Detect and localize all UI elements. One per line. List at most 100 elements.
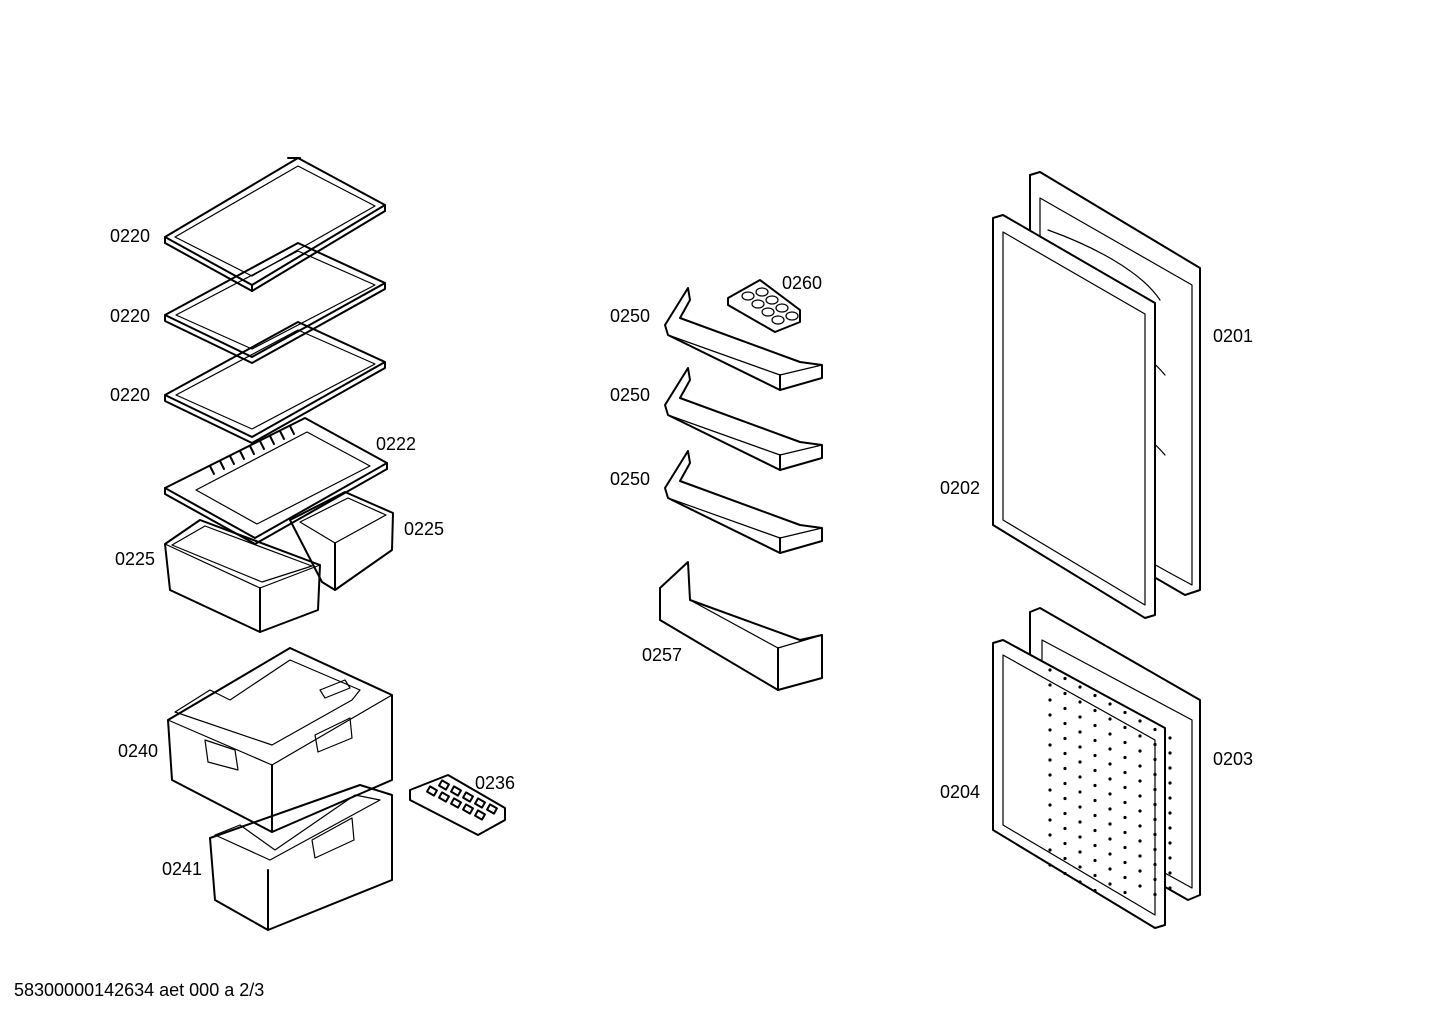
liner-dot (1138, 854, 1142, 858)
liner-dot (1168, 751, 1172, 755)
liner-dot (1123, 800, 1127, 805)
freezer-door-gasket (992, 639, 1166, 929)
liner-dot (1048, 668, 1052, 672)
liner-dot (1168, 841, 1172, 845)
liner-dot (1063, 796, 1067, 801)
liner-dot (1153, 817, 1157, 822)
liner-dot (1138, 839, 1142, 843)
liner-dot (1078, 775, 1082, 779)
label-0225-left: 0225 (115, 549, 155, 569)
liner-dot (1063, 691, 1067, 696)
liner-dot (1168, 886, 1172, 890)
label-0250-b: 0250 (610, 385, 650, 405)
liner-dot (1153, 787, 1157, 792)
liner-dot (1108, 747, 1112, 751)
liner-dot (1168, 796, 1172, 800)
freezer-drawer-upper (167, 647, 393, 833)
liner-dot (1153, 772, 1157, 777)
liner-dot (1063, 871, 1067, 876)
liner-dot (1123, 860, 1127, 865)
liner-dot (1108, 702, 1112, 706)
liner-dot (1048, 743, 1052, 747)
liner-dot (1063, 706, 1067, 711)
liner-dot (1048, 713, 1052, 717)
label-0260: 0260 (782, 273, 822, 293)
liner-dot (1078, 790, 1082, 794)
door-shelf-3 (664, 450, 823, 554)
liner-dot (1108, 792, 1112, 796)
liner-dot (1048, 803, 1052, 807)
liner-dot (1048, 818, 1052, 822)
freezer-door-dot-grid (1048, 668, 1172, 897)
label-0204: 0204 (940, 782, 980, 802)
label-0257: 0257 (642, 645, 682, 665)
liner-dot (1093, 813, 1097, 818)
glass-shelf-2 (164, 242, 386, 364)
document-code: 58300000142634 aet 000 a 2/3 (14, 980, 265, 1000)
liner-dot (1093, 888, 1097, 893)
label-0222: 0222 (376, 434, 416, 454)
liner-dot (1153, 742, 1157, 747)
liner-dot (1138, 734, 1142, 738)
liner-dot (1063, 841, 1067, 846)
liner-dot (1108, 762, 1112, 766)
liner-dot (1078, 805, 1082, 809)
liner-dot (1093, 723, 1097, 728)
liner-dot (1108, 717, 1112, 721)
freezer-drawer-lower (209, 784, 393, 931)
liner-dot (1108, 732, 1112, 736)
liner-dot (1078, 730, 1082, 734)
label-0220-a: 0220 (110, 226, 150, 246)
liner-dot (1168, 781, 1172, 785)
liner-dot (1093, 828, 1097, 833)
liner-dot (1153, 877, 1157, 882)
liner-dot (1153, 847, 1157, 852)
liner-dot (1138, 749, 1142, 753)
liner-dot (1078, 745, 1082, 749)
liner-dot (1063, 751, 1067, 756)
liner-dot (1093, 753, 1097, 758)
liner-dot (1093, 873, 1097, 878)
crisper-drawer-right (289, 491, 394, 591)
liner-dot (1108, 837, 1112, 841)
liner-dot (1123, 875, 1127, 880)
liner-dot (1108, 777, 1112, 781)
liner-dot (1048, 773, 1052, 777)
liner-dot (1123, 710, 1127, 715)
liner-dot (1093, 768, 1097, 773)
liner-dot (1123, 740, 1127, 745)
liner-dot (1093, 798, 1097, 803)
liner-dot (1168, 871, 1172, 875)
liner-dot (1153, 727, 1157, 732)
label-0250-a: 0250 (610, 306, 650, 326)
liner-dot (1108, 807, 1112, 811)
ice-cube-tray (409, 774, 506, 836)
liner-dot (1108, 867, 1112, 871)
liner-dot (1063, 826, 1067, 831)
liner-dot (1078, 715, 1082, 719)
door-shelf-2 (664, 367, 823, 471)
liner-dot (1123, 755, 1127, 760)
liner-dot (1048, 698, 1052, 702)
liner-dot (1153, 757, 1157, 762)
liner-dot (1063, 781, 1067, 786)
liner-dot (1078, 820, 1082, 824)
liner-dot (1078, 700, 1082, 704)
liner-dot (1048, 863, 1052, 867)
label-0250-c: 0250 (610, 469, 650, 489)
liner-dot (1078, 880, 1082, 884)
label-0202: 0202 (940, 478, 980, 498)
liner-dot (1168, 811, 1172, 815)
label-0201: 0201 (1213, 326, 1253, 346)
door-shelf-1 (664, 287, 823, 391)
liner-dot (1078, 835, 1082, 839)
liner-dot (1168, 766, 1172, 770)
liner-dot (1093, 783, 1097, 788)
liner-dot (1123, 725, 1127, 730)
liner-dot (1138, 884, 1142, 888)
liner-dot (1093, 693, 1097, 698)
bottle-shelf (659, 561, 823, 691)
liner-dot (1123, 785, 1127, 790)
liner-dot (1168, 826, 1172, 830)
